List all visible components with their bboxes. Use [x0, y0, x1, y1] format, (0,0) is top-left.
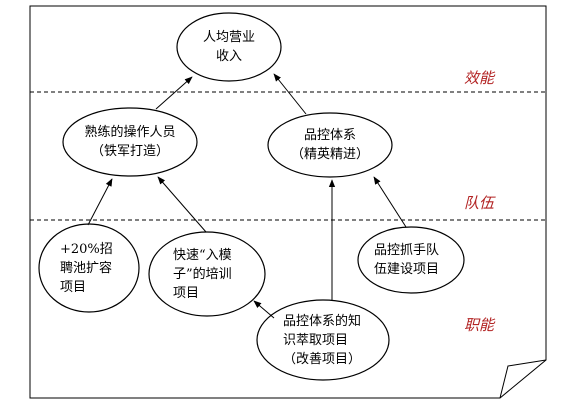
- node-training-label: 快速“入模 子”的培训 项目: [173, 247, 232, 301]
- node-skilled: 熟练的操作人员 （铁军打造）: [63, 108, 197, 176]
- node-team: 品控抓手队 伍建设项目: [374, 227, 454, 293]
- node-revenue: 人均营业 收入: [177, 13, 281, 81]
- node-training-shape: [148, 231, 266, 317]
- node-training: 快速“入模 子”的培训 项目: [173, 232, 253, 316]
- node-recruit: +20%招 聘池扩容 项目: [60, 224, 130, 312]
- band-label-efficiency: 效能: [464, 69, 495, 87]
- node-knowledge-shape: [256, 299, 390, 381]
- node-knowledge-label: 品控体系的知 识萃取项目 （改善项目）: [283, 313, 362, 367]
- node-knowledge: 品控体系的知 识萃取项目 （改善项目）: [283, 300, 379, 380]
- arrow-recruit-to-skilled: [87, 178, 113, 226]
- node-skilled-shape: [62, 107, 198, 177]
- arrow-team-to-quality: [373, 176, 407, 228]
- node-revenue-label: 人均营业 收入: [202, 30, 255, 64]
- page-fold-corner: [499, 359, 547, 399]
- node-skilled-label: 熟练的操作人员 （铁军打造）: [84, 125, 176, 159]
- node-quality-shape: [267, 112, 393, 178]
- arrow-knowledge-to-training: [253, 300, 275, 319]
- arrow-quality-to-revenue: [273, 73, 307, 115]
- node-quality: 品控体系 （精英精进）: [268, 113, 392, 177]
- node-revenue-shape: [176, 12, 282, 82]
- node-team-shape: [357, 226, 465, 294]
- node-recruit-label: +20%招 聘池扩容 项目: [60, 241, 113, 295]
- band-label-function: 职能: [464, 316, 495, 334]
- page-frame: [29, 5, 547, 399]
- band-label-team: 队伍: [464, 194, 495, 212]
- node-team-label: 品控抓手队 伍建设项目: [374, 243, 440, 277]
- arrow-training-to-skilled: [157, 176, 207, 233]
- arrow-skilled-to-revenue: [155, 76, 193, 110]
- node-quality-label: 品控体系 （精英精进）: [290, 128, 369, 162]
